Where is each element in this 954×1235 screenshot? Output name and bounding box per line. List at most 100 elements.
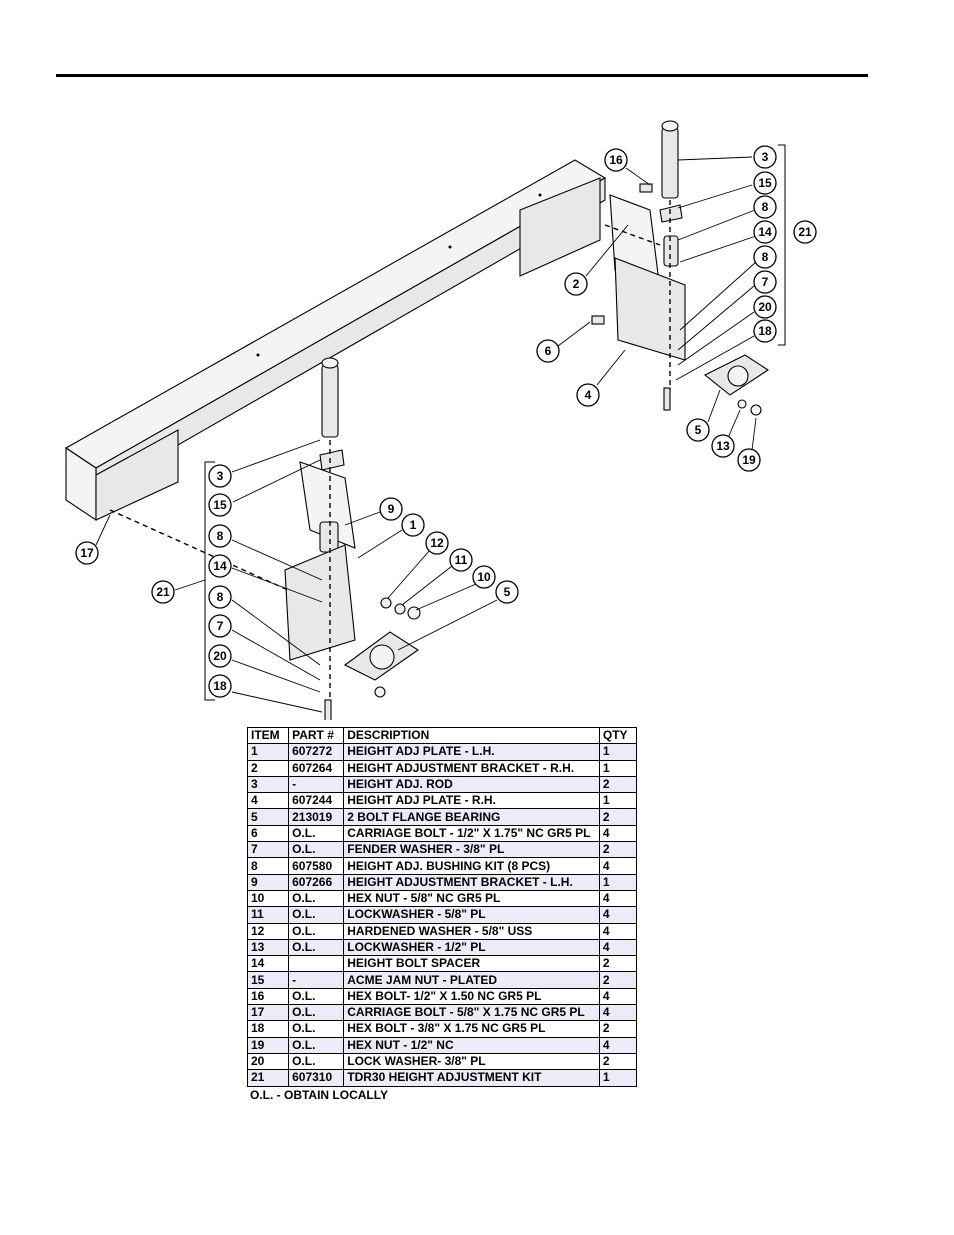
cell-part-number: O.L. [288, 922, 345, 940]
cell-part-number: O.L. [288, 1052, 345, 1071]
cell-item: 6 [246, 824, 290, 843]
cell-item: 1 [246, 743, 290, 761]
callout-21: 21 [151, 580, 175, 604]
cell-item: 20 [246, 1052, 290, 1071]
callout-2: 2 [564, 272, 588, 296]
callout-8: 8 [753, 195, 777, 219]
cell-description: LOCKWASHER - 1/2" PL [343, 938, 600, 957]
cell-part-number: O.L. [288, 1036, 345, 1054]
svg-text:21: 21 [156, 585, 170, 599]
callout-20: 20 [208, 644, 232, 668]
cell-qty: 2 [598, 808, 638, 826]
cell-description: FENDER WASHER - 3/8" PL [343, 841, 600, 859]
cell-part-number: O.L. [288, 824, 345, 843]
callout-8: 8 [208, 524, 232, 548]
table-header-row: ITEM PART # DESCRIPTION QTY [246, 726, 638, 745]
cell-description: ACME JAM NUT - PLATED [343, 971, 600, 989]
column-header-item: ITEM [246, 726, 290, 745]
callout-8: 8 [753, 245, 777, 269]
cell-part-number: 607580 [288, 857, 345, 875]
svg-text:16: 16 [609, 153, 623, 167]
callout-14: 14 [208, 554, 232, 578]
cell-item: 16 [246, 987, 290, 1006]
cell-qty: 2 [598, 1020, 638, 1038]
cell-qty: 2 [598, 775, 638, 794]
cell-qty: 2 [598, 841, 638, 859]
cell-item: 12 [246, 922, 290, 940]
callout-17: 17 [75, 541, 99, 565]
cell-description: TDR30 HEIGHT ADJUSTMENT KIT [343, 1069, 600, 1087]
cell-description: LOCK WASHER- 3/8" PL [343, 1052, 600, 1071]
cell-part-number: - [288, 775, 345, 794]
callout-18: 18 [208, 674, 232, 698]
callout-10: 10 [472, 565, 496, 589]
svg-text:21: 21 [798, 225, 812, 239]
cell-description: HEX NUT - 1/2" NC [343, 1036, 600, 1054]
cell-item: 11 [246, 906, 290, 924]
svg-text:15: 15 [758, 176, 772, 190]
svg-text:10: 10 [477, 570, 491, 584]
callout-13: 13 [711, 434, 735, 458]
callout-3: 3 [753, 145, 777, 169]
cell-part-number: 607310 [288, 1069, 345, 1087]
cell-item: 7 [246, 841, 290, 859]
svg-text:8: 8 [217, 590, 224, 604]
cell-item: 18 [246, 1020, 290, 1038]
callout-20: 20 [753, 295, 777, 319]
cell-item: 9 [246, 873, 290, 891]
callout-5: 5 [686, 418, 710, 442]
cell-part-number: 607264 [288, 759, 345, 777]
cell-qty: 4 [598, 987, 638, 1006]
svg-text:3: 3 [762, 150, 769, 164]
svg-text:8: 8 [762, 200, 769, 214]
svg-text:18: 18 [213, 679, 227, 693]
svg-text:15: 15 [213, 498, 227, 512]
cell-item: 2 [246, 759, 290, 777]
cell-qty: 2 [598, 1052, 638, 1071]
cell-part-number: O.L. [288, 889, 345, 908]
cell-qty: 4 [598, 889, 638, 908]
cell-qty: 4 [598, 906, 638, 924]
callout-8: 8 [208, 585, 232, 609]
svg-text:13: 13 [716, 439, 730, 453]
cell-item: 15 [246, 971, 290, 989]
callout-11: 11 [449, 548, 473, 572]
cell-part-number: O.L. [288, 841, 345, 859]
callout-18: 18 [753, 319, 777, 343]
cell-description: HARDENED WASHER - 5/8" USS [343, 922, 600, 940]
cell-qty: 2 [598, 971, 638, 989]
cell-description: HEX BOLT - 3/8" X 1.75 NC GR5 PL [343, 1020, 600, 1038]
frame-beam [64, 159, 607, 522]
svg-text:18: 18 [758, 324, 772, 338]
cell-qty: 1 [598, 873, 638, 891]
cell-description: HEX NUT - 5/8" NC GR5 PL [343, 889, 600, 908]
cell-description: CARRIAGE BOLT - 1/2" X 1.75" NC GR5 PL [343, 824, 600, 843]
footnote: O.L. - OBTAIN LOCALLY [250, 1088, 388, 1102]
cell-item: 19 [246, 1036, 290, 1054]
svg-text:14: 14 [758, 225, 772, 239]
cell-qty: 4 [598, 922, 638, 940]
callout-1: 1 [401, 513, 425, 537]
cell-qty: 2 [598, 955, 638, 973]
cell-qty: 1 [598, 743, 638, 761]
callout-21: 21 [793, 220, 817, 244]
svg-text:20: 20 [213, 649, 227, 663]
cell-part-number: O.L. [288, 1020, 345, 1038]
cell-item: 13 [246, 938, 290, 957]
callout-15: 15 [208, 493, 232, 517]
leader-lines [95, 156, 757, 713]
column-header-qty: QTY [598, 726, 638, 745]
callout-7: 7 [208, 614, 232, 638]
cell-part-number: 607244 [288, 792, 345, 810]
svg-text:17: 17 [80, 546, 94, 560]
